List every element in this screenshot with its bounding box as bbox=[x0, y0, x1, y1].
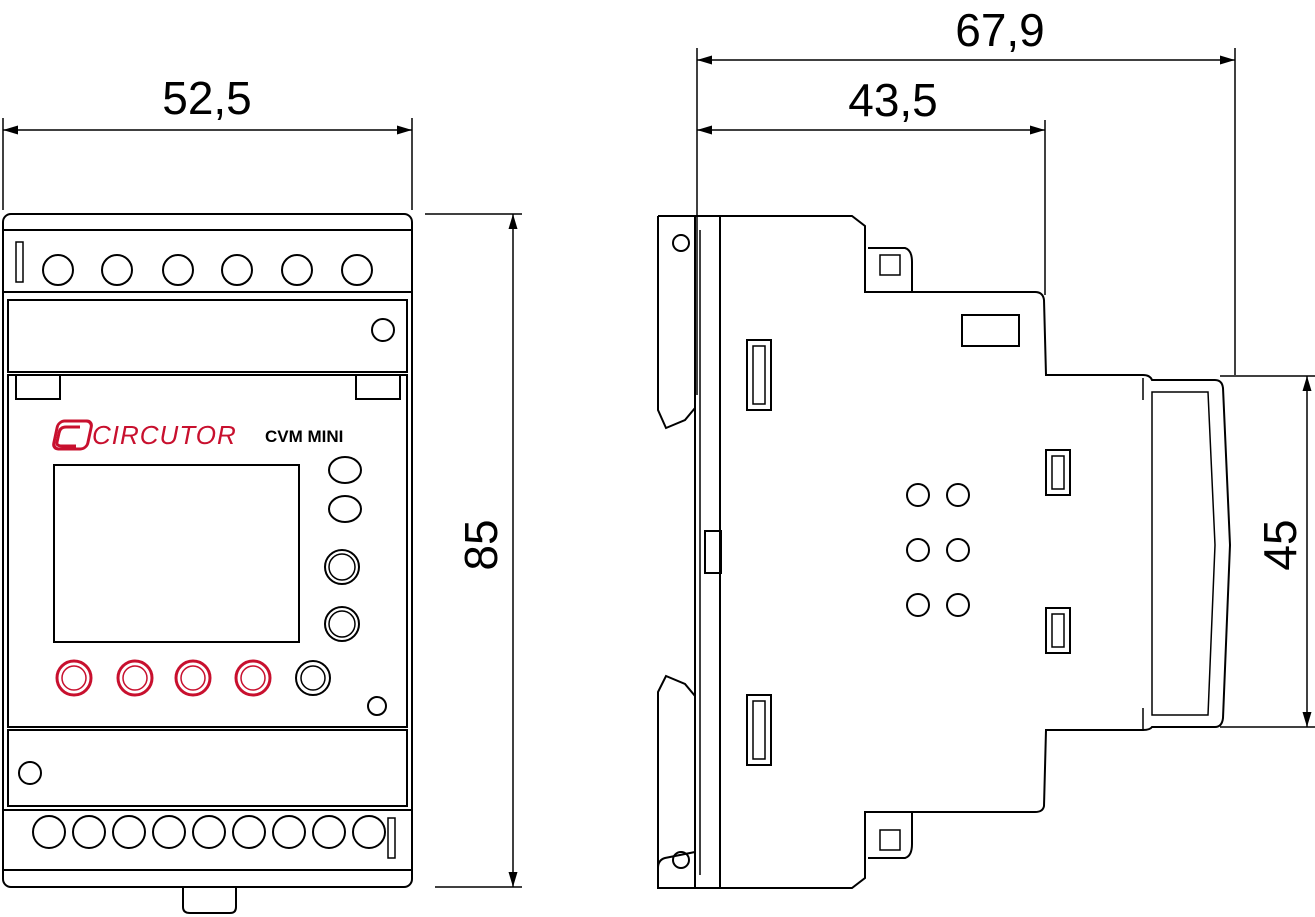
width-label: 52,5 bbox=[162, 72, 252, 124]
key-1-button[interactable] bbox=[328, 456, 362, 484]
height-label: 85 bbox=[455, 519, 507, 570]
front-height-label: 45 bbox=[1254, 519, 1306, 570]
bottom-screw-icon bbox=[18, 761, 42, 785]
circutor-logo: CIRCUTOR bbox=[52, 419, 237, 451]
reset-hole-icon bbox=[367, 696, 387, 716]
top-terminals bbox=[42, 254, 373, 286]
lcd-display bbox=[53, 464, 300, 643]
side-profile-outline bbox=[694, 215, 1232, 889]
key-2-button[interactable] bbox=[328, 495, 362, 523]
model-name: CVM MINI bbox=[265, 427, 343, 446]
side-view: 67,9 43,5 45 bbox=[657, 4, 1315, 889]
bottom-terminals bbox=[32, 815, 386, 849]
front-view: 52,5 85 bbox=[2, 72, 522, 914]
vent-holes bbox=[906, 483, 970, 617]
brand-name: CIRCUTOR bbox=[92, 420, 237, 450]
red-led-row bbox=[55, 659, 272, 697]
black-led-icon bbox=[295, 660, 331, 696]
key-3-button[interactable] bbox=[324, 549, 360, 585]
top-screw-icon bbox=[371, 318, 395, 342]
key-4-button[interactable] bbox=[324, 606, 360, 642]
din-clip bbox=[182, 887, 237, 914]
total-depth-label: 67,9 bbox=[955, 4, 1045, 56]
device-outline bbox=[2, 213, 413, 888]
body-depth-label: 43,5 bbox=[848, 74, 938, 126]
